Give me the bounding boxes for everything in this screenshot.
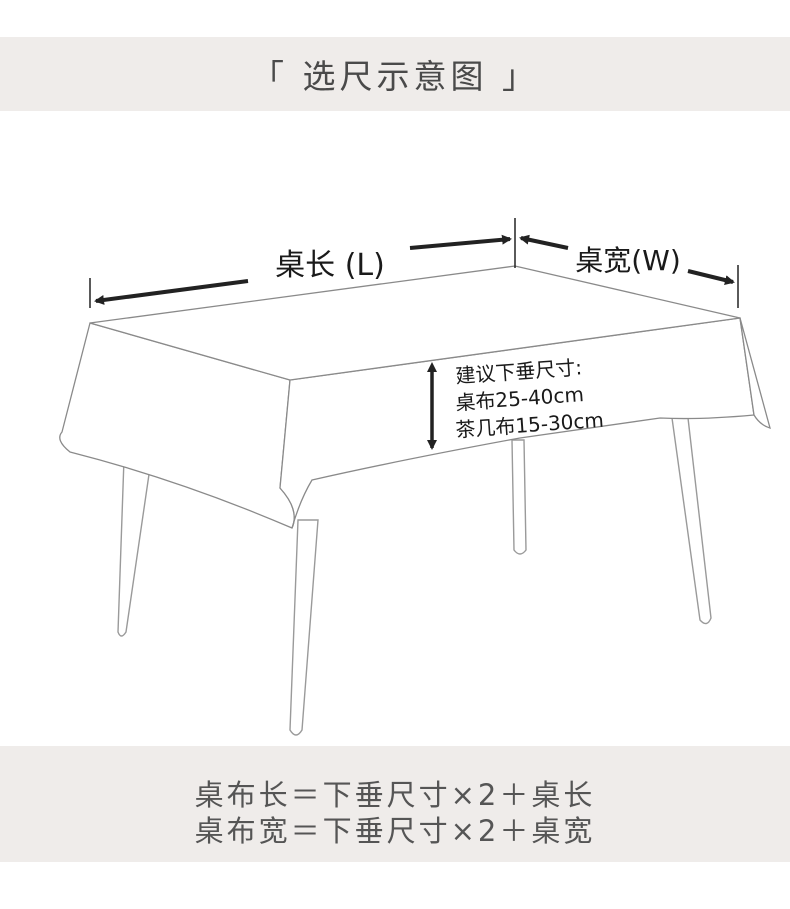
page-title: 「 选尺示意图 」: [251, 57, 539, 96]
width-label: 桌宽(W): [575, 244, 681, 277]
tablecloth: [59, 265, 771, 529]
leg-back-right: [671, 417, 712, 625]
length-arrow-right: [409, 234, 512, 250]
width-arrow-left: [519, 234, 569, 250]
leg-back-middle: [511, 439, 527, 555]
width-arrow-right: [687, 269, 735, 285]
leg-front-center: [289, 519, 319, 736]
formula-length: 桌布长＝下垂尺寸×2＋桌长: [194, 778, 596, 812]
cloth-right-drape: [739, 317, 771, 429]
length-arrow-left: [94, 279, 249, 305]
formula-width: 桌布宽＝下垂尺寸×2＋桌宽: [194, 814, 596, 848]
length-label: 桌长 (L): [275, 248, 385, 283]
length-dimension: [89, 218, 516, 308]
formula-banner: 桌布长＝下垂尺寸×2＋桌长 桌布宽＝下垂尺寸×2＋桌宽: [0, 746, 790, 862]
table-legs: [117, 417, 712, 736]
cloth-front-drape: [279, 317, 755, 529]
leg-front-left: [117, 429, 155, 637]
title-banner: 「 选尺示意图 」: [0, 37, 790, 111]
cloth-top: [89, 265, 741, 381]
width-dimension: [519, 234, 739, 308]
